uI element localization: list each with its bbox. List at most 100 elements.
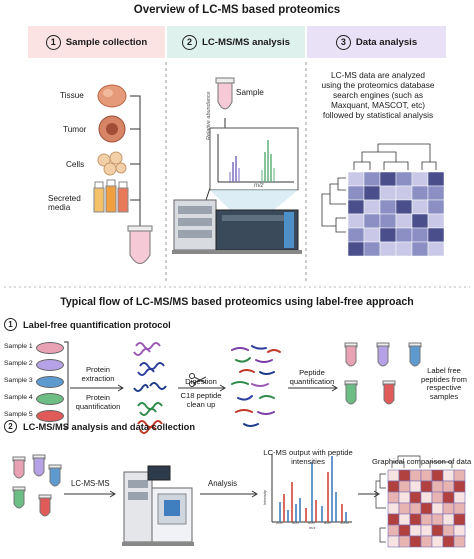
x-tick-label: 600 — [308, 520, 315, 525]
cells-icon — [97, 151, 127, 176]
c18-label: C18 peptide clean up — [180, 391, 222, 409]
heatmap-cell — [398, 491, 411, 504]
heatmap-cell — [427, 241, 445, 257]
sample-tubes — [12, 454, 62, 517]
culture-flasks-icon — [93, 179, 129, 213]
peptide-quantification-label: Peptide quantification — [289, 368, 335, 386]
petri-dish-icon — [36, 342, 64, 354]
heatmap-cell — [453, 513, 466, 526]
tube-icon — [12, 486, 26, 509]
heatmap-cell — [420, 535, 433, 548]
sample-collection-graphic — [93, 84, 153, 264]
heatmap-cell — [398, 502, 411, 515]
dendrogram-top — [391, 455, 453, 468]
heatmap-cell — [420, 502, 433, 515]
heatmap-cell — [442, 513, 455, 526]
heatmap-cell — [431, 491, 444, 504]
heatmap-cell — [395, 227, 413, 243]
heatmap-cell — [453, 502, 466, 515]
heatmap-cell — [395, 241, 413, 257]
output-y-axis-label: Intensity — [262, 490, 267, 505]
step-band-lcmsms: 2 LC-MS/MS analysis — [167, 26, 305, 58]
heatmap-cell — [398, 480, 411, 493]
heatmap-cell — [387, 480, 400, 493]
output-chart — [271, 454, 352, 523]
heatmap-cell — [411, 241, 429, 257]
dendrogram-left — [321, 177, 346, 233]
heatmap-cell — [420, 469, 433, 482]
subtitle: Typical flow of LC-MS/MS based proteomic… — [60, 296, 414, 308]
heatmap-cell — [398, 524, 411, 537]
heatmap-cell — [431, 480, 444, 493]
tube-icon — [344, 380, 358, 405]
heatmap-cell — [387, 491, 400, 504]
heatmap-cell — [431, 513, 444, 526]
heatmap-cell — [379, 227, 397, 243]
page-title: Overview of LC-MS based proteomics — [133, 4, 341, 16]
heatmap-cell — [409, 535, 422, 548]
sample-name: Sample 5 — [4, 411, 33, 418]
x-tick-label: 400 — [292, 520, 299, 525]
heatmap-cell — [420, 513, 433, 526]
tube-icon — [376, 342, 390, 367]
heatmap-cell — [411, 199, 429, 215]
protocol-graphic — [64, 341, 422, 434]
labeled-peptide-tubes — [344, 342, 422, 405]
heatmap-cell — [387, 513, 400, 526]
heatmap-cell — [363, 227, 381, 243]
protein-quantification-label: Protein quantification — [75, 393, 121, 411]
heatmap-cell — [398, 513, 411, 526]
heatmap-cell — [442, 480, 455, 493]
tube-icon — [32, 454, 46, 477]
heatmap-cell — [453, 535, 466, 548]
heatmap-cell — [363, 213, 381, 229]
heatmap-cell — [427, 213, 445, 229]
sample-type-secreted-media: Secreted media — [48, 194, 81, 213]
heatmap-cell — [379, 199, 397, 215]
sample-type-tumor: Tumor — [63, 125, 87, 134]
heatmap-cell — [411, 185, 429, 201]
step-number: 3 — [335, 34, 351, 50]
sample-type-tissue: Tissue — [60, 91, 84, 100]
sample-label: Sample — [236, 88, 264, 97]
heatmap-cell — [395, 199, 413, 215]
heatmap-cell — [442, 491, 455, 504]
heatmap-cell — [427, 227, 445, 243]
section-label: LC-MS/MS analysis and data collection — [23, 421, 196, 432]
heatmap-cell — [453, 491, 466, 504]
peptides-icon — [231, 345, 281, 427]
heatmap-cell — [431, 524, 444, 537]
heatmap-cell — [395, 185, 413, 201]
heatmap-cell — [347, 199, 365, 215]
petri-dish-icon — [36, 376, 64, 388]
graphical-comparison-label: Graphical comparison of data — [372, 458, 472, 466]
heatmap-cell — [442, 502, 455, 515]
scissors-icon — [189, 373, 207, 387]
heatmap-cell — [431, 535, 444, 548]
x-tick-label: 200 — [276, 520, 283, 525]
protein-extraction-label: Protein extraction — [81, 365, 115, 383]
heatmap-cell — [427, 199, 445, 215]
lcmsms-label: LC-MS-MS — [71, 479, 110, 488]
heatmap-cell — [363, 241, 381, 257]
heatmap-top — [321, 143, 445, 257]
protein-clusters-icon — [133, 342, 167, 434]
heatmap-cell — [387, 469, 400, 482]
heatmap-cell — [347, 171, 365, 187]
x-tick-label: 1000 — [340, 520, 349, 525]
tube-icon — [344, 342, 358, 367]
petri-dish-icon — [36, 359, 64, 371]
spectrum-x-axis-label: m/z — [254, 183, 264, 189]
heatmap-cell — [453, 524, 466, 537]
section-label: Label-free quantification protocol — [23, 319, 171, 330]
analysis-label: Analysis — [208, 479, 238, 488]
sample-tube-icon — [217, 81, 233, 110]
heatmap-cell — [411, 171, 429, 187]
heatmap-cells — [347, 171, 445, 257]
heatmap-cell — [420, 524, 433, 537]
heatmap-cell — [453, 480, 466, 493]
heatmap-cell — [398, 535, 411, 548]
heatmap-cell — [363, 185, 381, 201]
sample-name: Sample 3 — [4, 377, 33, 384]
tube-icon — [408, 342, 422, 367]
